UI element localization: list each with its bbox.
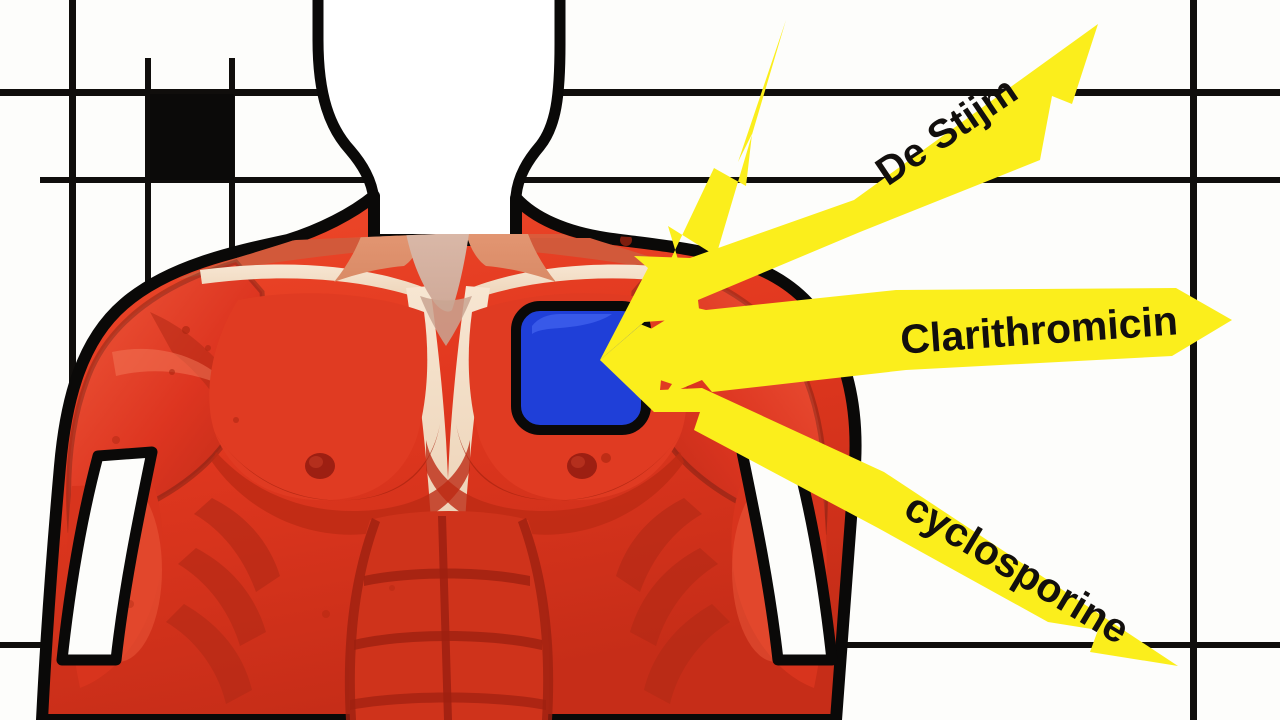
- detail-dot: [112, 436, 120, 444]
- clavicle-right: [466, 264, 696, 302]
- pectoral-right-underline: [426, 440, 684, 535]
- abs-line-3: [350, 692, 546, 710]
- neck-muscle-left: [334, 234, 428, 282]
- neck-throat: [400, 234, 474, 312]
- grid-hline-top: [0, 89, 1280, 96]
- arrow-label-cyclosporine: cyclosporine: [897, 483, 1138, 653]
- trapezius-upper-left: [176, 238, 410, 280]
- serratus-left-1: [194, 498, 280, 592]
- suprasternal-notch: [420, 296, 472, 346]
- grid-vline-1: [69, 0, 76, 720]
- abs-line-2: [354, 631, 542, 650]
- detail-dot: [205, 345, 211, 351]
- detail-dot: [389, 585, 395, 591]
- grid-black-block: [150, 94, 234, 180]
- armpit-gap-left: [56, 446, 158, 666]
- serratus-right-1: [616, 498, 702, 592]
- nipple-left-highlight: [309, 456, 323, 468]
- detail-dot: [233, 417, 239, 423]
- abs-outline-left: [344, 518, 380, 720]
- abs-outline-right: [518, 518, 554, 720]
- serratus-right-2: [630, 548, 718, 646]
- linea-alba: [438, 516, 452, 720]
- detail-dot: [169, 369, 175, 375]
- rectus-abdominis: [348, 511, 550, 720]
- pectoral-left: [209, 293, 428, 501]
- pectoral-left-underline: [212, 440, 470, 535]
- detail-dot: [620, 234, 632, 246]
- trapezius-upper-right: [484, 238, 716, 282]
- armpit-gap-right: [736, 446, 838, 666]
- abs-line-1: [364, 568, 530, 586]
- arrow-cyclosporine[interactable]: cyclosporine: [600, 360, 1178, 666]
- arrow-clarithromicin[interactable]: Clarithromicin: [600, 288, 1232, 396]
- detail-dot: [182, 326, 190, 334]
- grid-hline-mid: [40, 177, 1280, 183]
- serratus-left-2: [178, 548, 266, 646]
- clavicle-left: [200, 264, 430, 302]
- grid-vline-4: [1190, 0, 1197, 720]
- serratus-left-3: [166, 604, 252, 704]
- nipple-right-highlight: [571, 456, 585, 468]
- detail-dot: [601, 453, 611, 463]
- neck-muscle-right: [462, 234, 556, 282]
- deltoid-left-band: [150, 312, 258, 478]
- serratus-right-3: [644, 604, 730, 704]
- detail-dot: [322, 610, 330, 618]
- highlight-gloss: [532, 314, 612, 334]
